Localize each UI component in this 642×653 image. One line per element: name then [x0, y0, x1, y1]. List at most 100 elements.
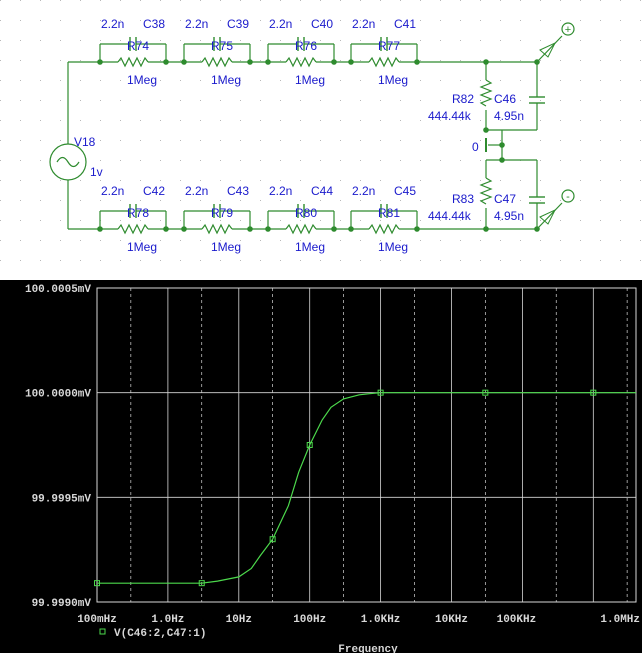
legend-entry[interactable]: V(C46:2,C47:1) [114, 628, 206, 640]
res-name: R78 [127, 206, 149, 220]
y-axis-labels: 99.9990mV 99.9995mV 100.0000mV 100.0005mV [25, 284, 91, 610]
cap-name: C38 [143, 17, 165, 31]
marker-minus-sign: - [566, 191, 570, 203]
trace-marker [94, 580, 100, 587]
y-tick-label: 100.0000mV [25, 389, 91, 401]
junction-dot [348, 59, 354, 65]
cap-name: C41 [394, 17, 416, 31]
plot-frame [96, 287, 637, 603]
trace-line[interactable] [97, 392, 636, 584]
res-value: 1Meg [378, 240, 408, 254]
junction-dot [483, 59, 489, 65]
resistor-symbol[interactable] [117, 223, 149, 235]
cap-value: 2.2n [185, 184, 208, 198]
x-tick-label: 100Hz [293, 614, 326, 626]
source-name: V18 [74, 135, 96, 149]
y-tick-label: 99.9990mV [32, 598, 92, 610]
cap-name: C45 [394, 184, 416, 198]
x-tick-label: 100KHz [497, 614, 537, 626]
probe-plot-window[interactable]: 99.9990mV 99.9995mV 100.0000mV 100.0005mV 1… [0, 280, 642, 653]
res-value: 1Meg [211, 240, 241, 254]
cap-value: 2.2n [101, 17, 124, 31]
trace-markers [94, 389, 597, 587]
junction-dot [483, 127, 489, 133]
trace-marker [482, 389, 489, 396]
probe-plus-lead [536, 35, 563, 63]
res-name: R80 [295, 206, 317, 220]
res-value: 1Meg [211, 73, 241, 87]
source-value: 1v [90, 165, 103, 179]
cap-name: C42 [143, 184, 165, 198]
resistor-symbol[interactable] [285, 56, 317, 68]
x-tick-label: 1.0KHz [361, 614, 401, 626]
junction-dot [331, 226, 337, 232]
junction-dot [414, 226, 420, 232]
ground-label: 0 [472, 140, 479, 154]
r83-symbol[interactable] [479, 177, 493, 205]
c47-name: C47 [494, 192, 516, 206]
resistor-symbol[interactable] [368, 223, 400, 235]
trace-marker [198, 580, 205, 587]
r83-name: R83 [452, 192, 474, 206]
r82-name: R82 [452, 92, 474, 106]
resistor-symbol[interactable] [117, 56, 149, 68]
legend-symbol [99, 628, 106, 635]
junctions [483, 59, 540, 232]
cap-name: C44 [311, 184, 333, 198]
junction-dot [247, 226, 253, 232]
plot-grid [97, 288, 636, 602]
junction-dot [181, 226, 187, 232]
resistor-symbol[interactable] [201, 223, 233, 235]
x-tick-label: 10KHz [435, 614, 468, 626]
probe-minus-arrow [539, 208, 557, 225]
res-value: 1Meg [127, 73, 157, 87]
res-value: 1Meg [378, 73, 408, 87]
x-tick-label: 1.0MHz [600, 614, 640, 626]
x-tick-label: 1.0Hz [151, 614, 184, 626]
junction-dot [163, 226, 169, 232]
junction-dot [534, 59, 540, 65]
marker-plus-sign: + [565, 24, 571, 36]
c47-value: 4.95n [494, 209, 524, 223]
probe-plus-arrow [539, 41, 557, 58]
junction-dot [348, 226, 354, 232]
res-name: R76 [295, 39, 317, 53]
resistor-symbol[interactable] [368, 56, 400, 68]
cap-name: C43 [227, 184, 249, 198]
voltage-marker-minus[interactable] [561, 189, 575, 203]
resistor-symbol[interactable] [201, 56, 233, 68]
grid-dots [0, 0, 642, 280]
junction-dot [414, 59, 420, 65]
trace-marker [590, 389, 597, 396]
voltage-marker-plus[interactable] [561, 22, 575, 36]
y-tick-label: 99.9995mV [32, 493, 92, 505]
resistor-symbol[interactable] [285, 223, 317, 235]
junction-dot [265, 59, 271, 65]
probe-minus-lead [536, 202, 563, 230]
r82-symbol[interactable] [479, 79, 493, 107]
junction-dot [247, 59, 253, 65]
junction-dot [534, 226, 540, 232]
cap-value: 2.2n [185, 17, 208, 31]
res-name: R79 [211, 206, 233, 220]
cap-value: 2.2n [101, 184, 124, 198]
junction-dot [499, 157, 505, 163]
cap-value: 2.2n [269, 17, 292, 31]
sine-icon [56, 156, 80, 168]
r82-value: 444.44k [428, 109, 472, 123]
res-name: R75 [211, 39, 233, 53]
trace-marker [269, 536, 276, 543]
y-tick-label: 100.0005mV [25, 284, 91, 296]
x-axis-title: Frequency [338, 644, 398, 653]
junction-dot [331, 59, 337, 65]
